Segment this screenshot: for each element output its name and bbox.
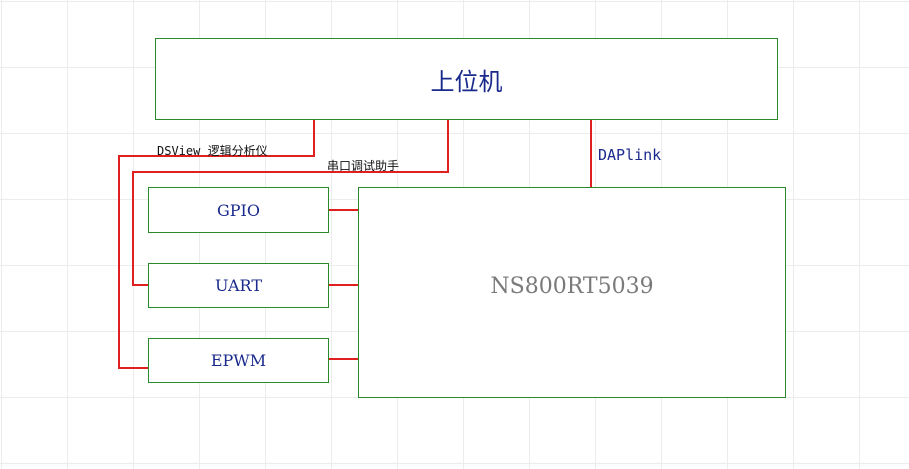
epwm-node: EPWM xyxy=(148,338,329,383)
gpio-node: GPIO xyxy=(148,187,329,233)
uart-label: UART xyxy=(215,276,262,295)
serial-assistant-edge-label: 串口调试助手 xyxy=(327,159,400,173)
host-pc-label: 上位机 xyxy=(430,67,503,96)
mcu-node: NS800RT5039 xyxy=(358,187,786,398)
mcu-label: NS800RT5039 xyxy=(490,274,654,299)
daplink-edge-label: DAPlink xyxy=(598,146,662,164)
epwm-label: EPWM xyxy=(210,351,267,370)
wire-host-to-uart-serial xyxy=(132,120,449,286)
uart-node: UART xyxy=(148,263,329,308)
dsview-edge-label: DSView 逻辑分析仪 xyxy=(157,144,268,158)
gpio-label: GPIO xyxy=(217,200,260,220)
host-pc-node: 上位机 xyxy=(155,38,778,120)
wire-host-to-epwm-dsview xyxy=(118,120,315,369)
